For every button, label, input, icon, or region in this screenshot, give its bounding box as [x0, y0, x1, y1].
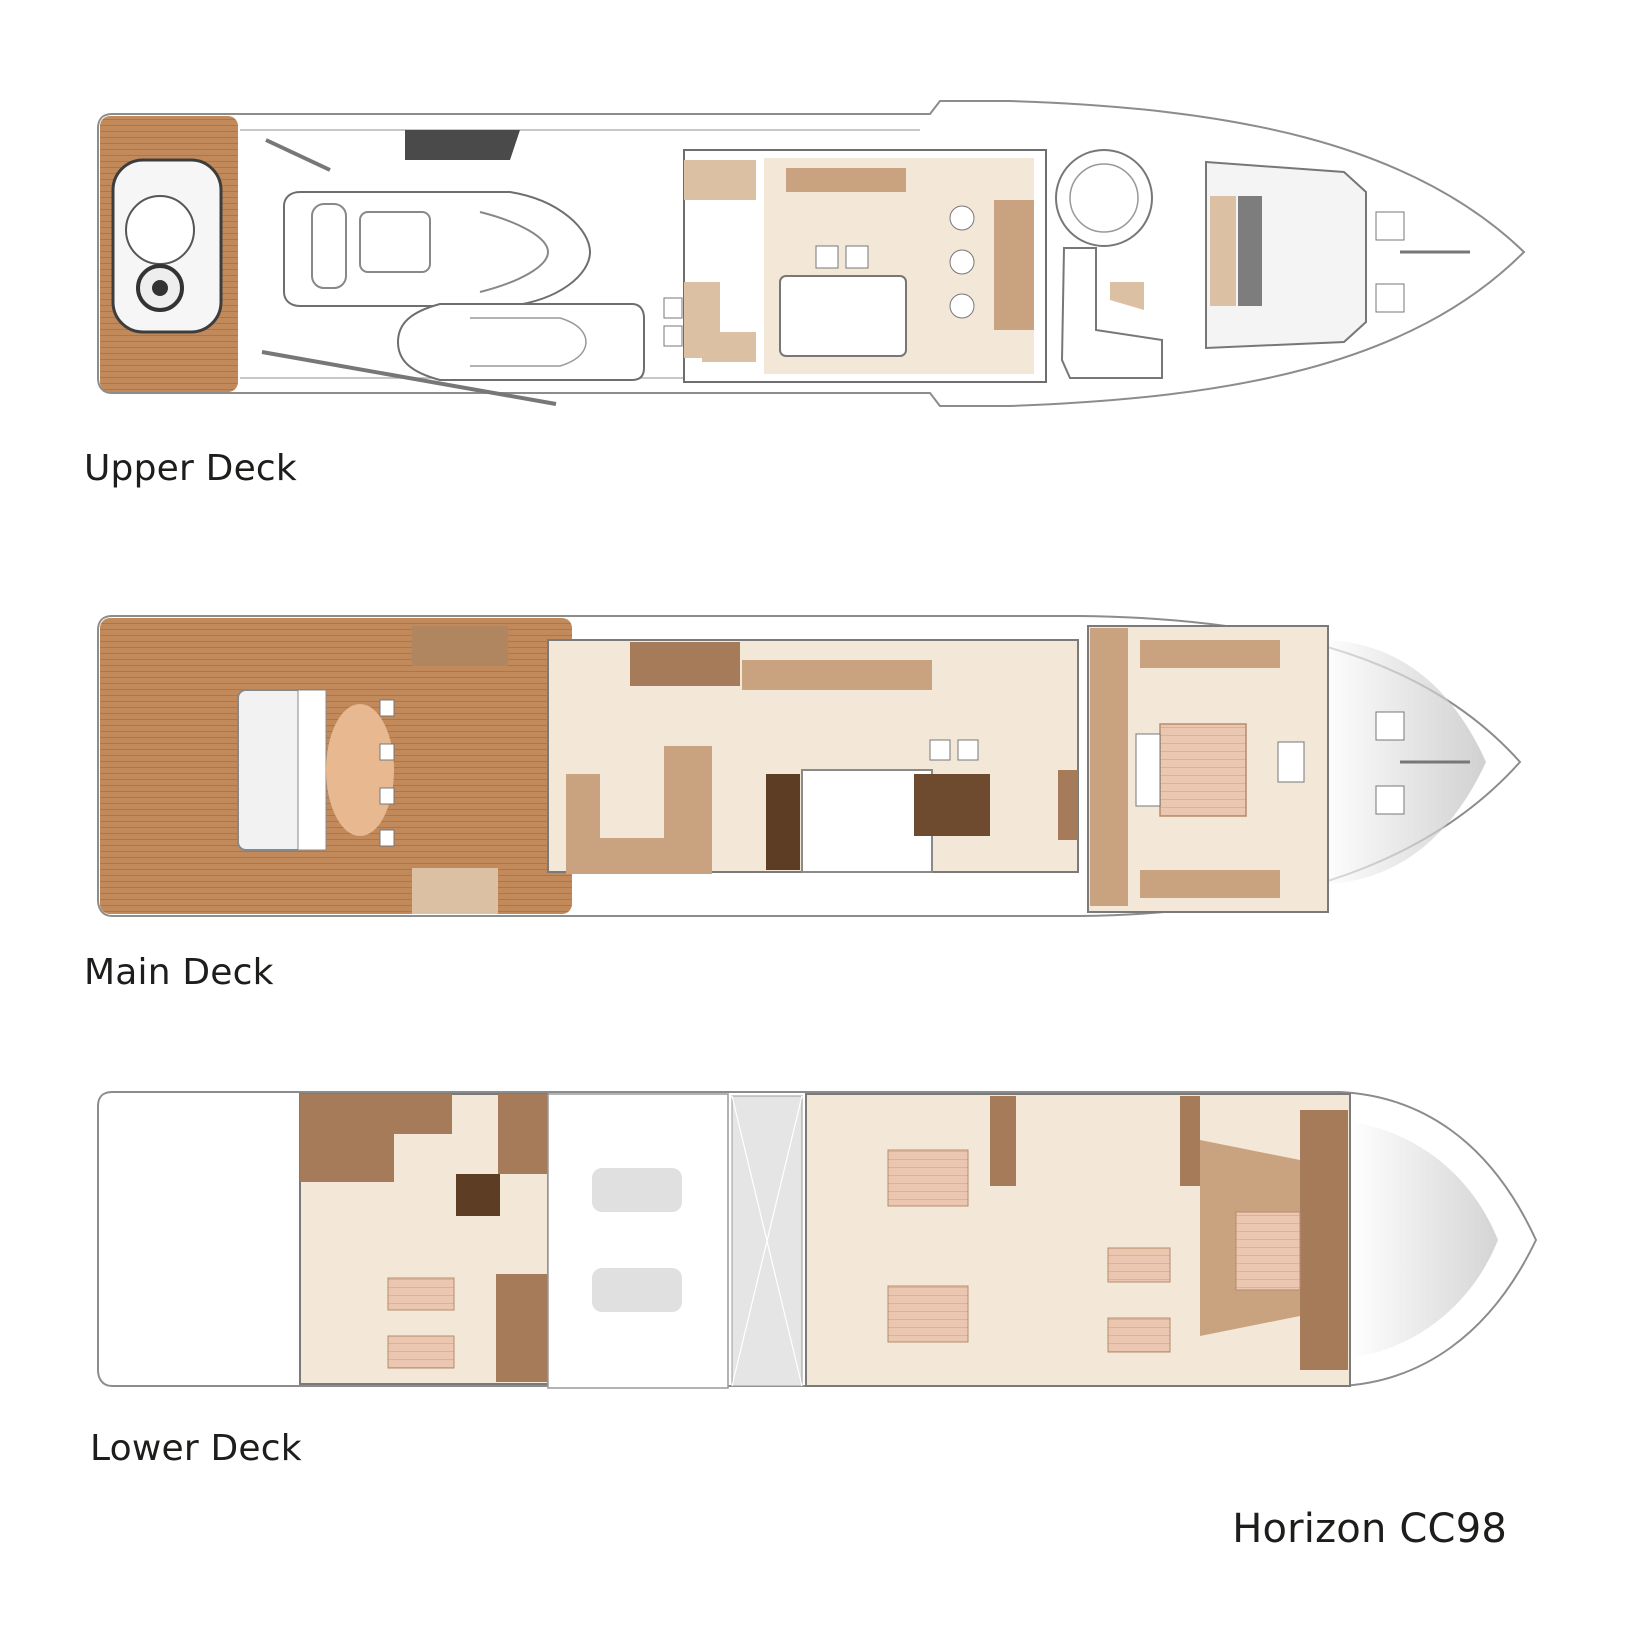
- sofa-upper: [779, 275, 907, 357]
- galley-counter: [566, 746, 712, 874]
- upper-deck-label: Upper Deck: [84, 448, 297, 489]
- engine-room: [547, 1093, 729, 1389]
- upper-deck-plan: [97, 100, 1526, 407]
- jet-ski: [111, 158, 223, 334]
- jacuzzi: [1055, 149, 1153, 247]
- lower-deck-plan: [97, 1091, 1538, 1389]
- vip-bed: [1235, 1211, 1301, 1291]
- forward-sun-pad: [1205, 160, 1367, 350]
- twin-bed-1: [1107, 1247, 1171, 1283]
- guest-bed-2: [887, 1285, 969, 1343]
- salon-sofa: [801, 769, 933, 873]
- main-deck-label: Main Deck: [84, 952, 274, 993]
- model-name: Horizon CC98: [1232, 1506, 1507, 1552]
- aft-dining-table: [326, 704, 394, 836]
- deck-plans-drawing: [97, 100, 1538, 1389]
- main-deck-plan: [97, 615, 1522, 917]
- twin-bed-2: [1107, 1317, 1171, 1353]
- master-bed: [1159, 723, 1247, 817]
- lower-deck-label: Lower Deck: [90, 1428, 302, 1469]
- guest-bed-1: [887, 1149, 969, 1207]
- tender-boat-large: [283, 191, 592, 307]
- tender-boat-small: [396, 303, 645, 381]
